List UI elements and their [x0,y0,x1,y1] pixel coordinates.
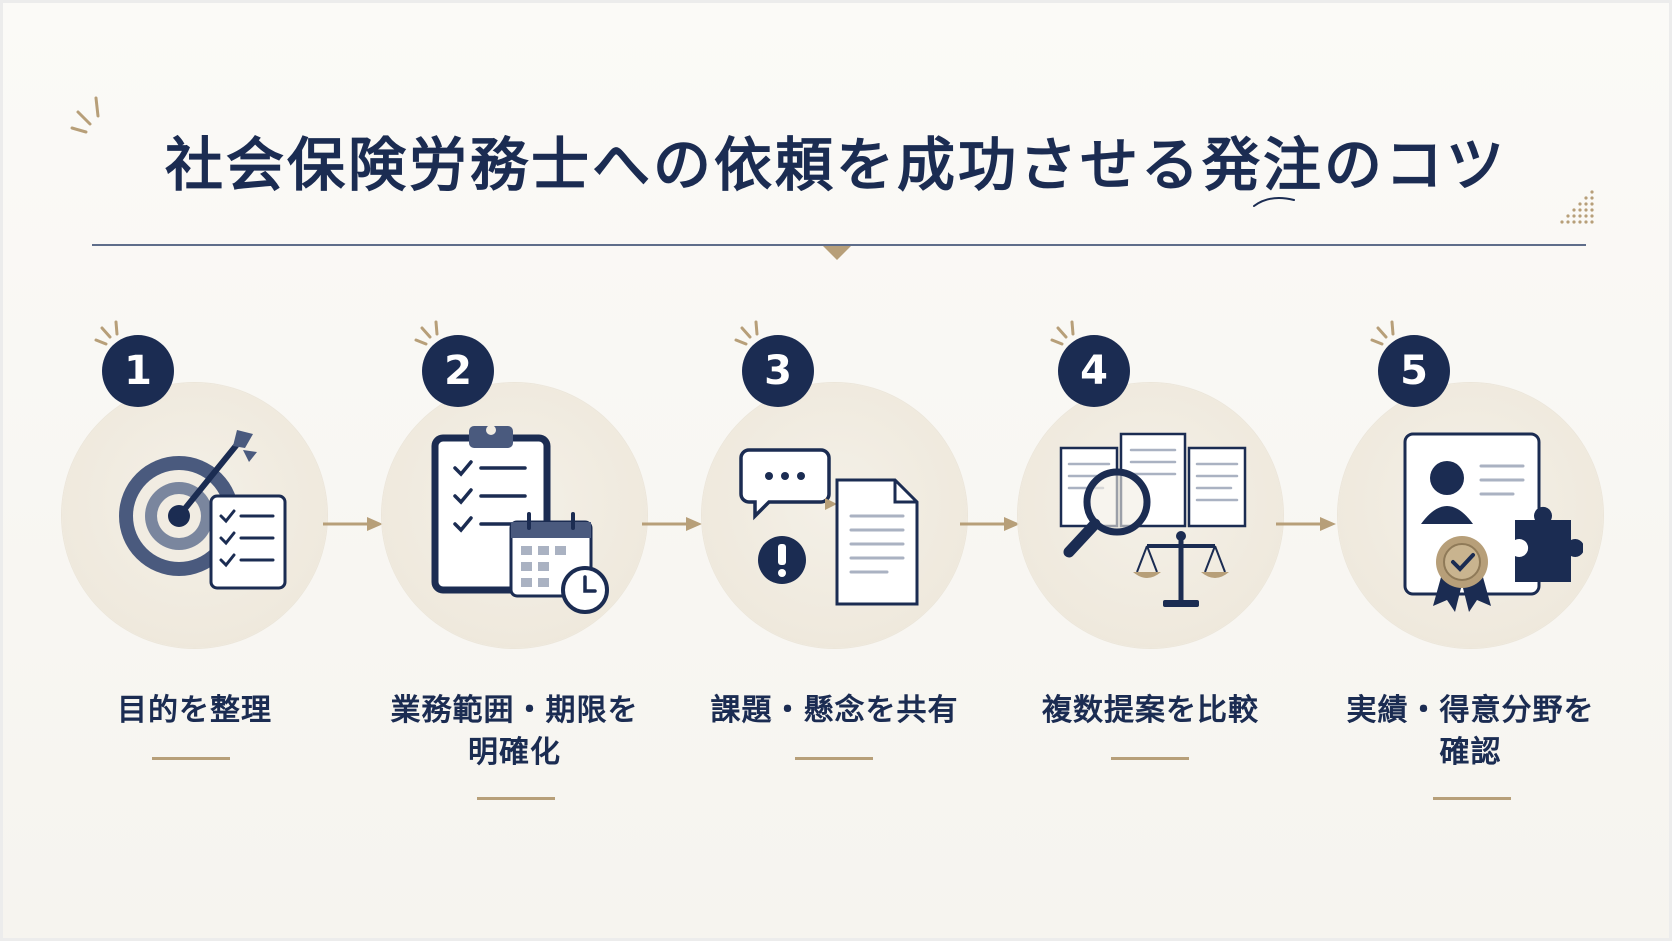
step-3: 3 課題・懸念を共有 [702,320,972,800]
step-underline [1433,797,1511,800]
step-label: 目的を整理 [42,690,347,732]
title-dots-icon [1560,190,1594,224]
step-number-badge: 5 [1378,335,1450,407]
step-underline [477,797,555,800]
step-underline [1111,757,1189,760]
step-5: 5 実績・得意分野を 確認 [1338,320,1608,800]
step-circle [702,383,967,648]
badge-spark-icon [94,320,119,346]
step-label: 業務範囲・期限を 明確化 [362,690,667,774]
step-number-badge: 4 [1058,335,1130,407]
title-divider [92,244,1586,246]
flow-arrow-icon [960,517,1020,531]
step-number-badge: 3 [742,335,814,407]
step-label: 実績・得意分野を 確認 [1318,690,1623,774]
title-swoosh-icon [1253,197,1295,207]
chat-document-alert-icon [739,448,919,606]
step-label-line: 確認 [1439,735,1502,770]
badge-spark-icon [414,320,439,346]
flow-arrow-icon [642,517,702,531]
step-label-line: 課題・懸念を共有 [710,693,959,728]
step-label: 課題・懸念を共有 [682,690,987,732]
flow-arrow-icon [1276,517,1336,531]
magnifier-scales-icon [1059,432,1247,607]
step-label-line: 目的を整理 [117,693,272,728]
target-checklist-icon [119,430,287,590]
step-label: 複数提案を比較 [998,690,1303,732]
step-label-line: 複数提案を比較 [1042,693,1259,728]
step-number-badge: 1 [102,335,174,407]
step-underline [152,757,230,760]
flow-arrow-icon [323,517,383,531]
badge-spark-icon [1050,320,1075,346]
step-4: 4 複数提案を比較 [1018,320,1288,800]
title-pointer-icon [823,246,851,260]
step-1: 1 目的を整理 [62,320,332,800]
badge-spark-icon [1370,320,1395,346]
step-number-badge: 2 [422,335,494,407]
badge-spark-icon [734,320,759,346]
step-label-line: 実績・得意分野を [1346,693,1595,728]
title-spark-left-icon [70,96,100,134]
step-label-line: 明確化 [468,735,561,770]
page-title: 社会保険労務士への依頼を成功させる発注のコツ [164,131,1507,199]
clipboard-calendar-icon [431,425,609,614]
step-underline [795,757,873,760]
step-2: 2 業務範囲・期限を 明確化 [382,320,652,800]
step-label-line: 業務範囲・期限を [390,693,639,728]
profile-certificate-icon [1403,432,1583,612]
